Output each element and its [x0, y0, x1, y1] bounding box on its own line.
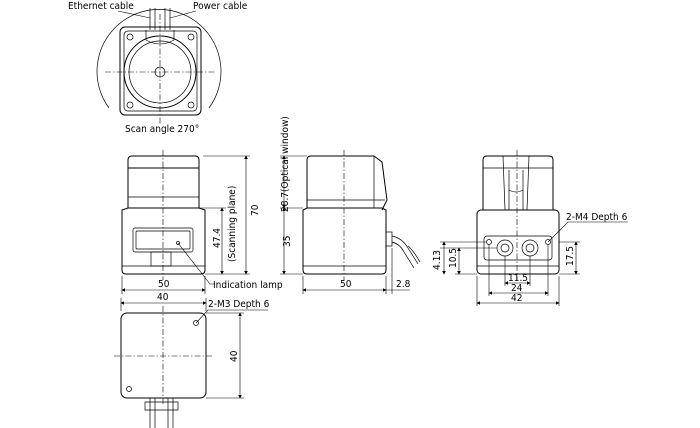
dim-bottom-width-40: 40 [157, 292, 169, 303]
front-base [121, 207, 206, 275]
scan-angle-label: Scan angle 270° [125, 124, 199, 135]
cable-line [391, 235, 419, 265]
bottom-mount-holes-label: 2-M3 Depth 6 [208, 299, 270, 310]
side-dome [306, 155, 388, 211]
front-dome-top [127, 155, 200, 168]
top-view-housing [119, 26, 202, 116]
dim-17-5: 17.5 [565, 246, 576, 266]
rear-view: 2-M4 Depth 6 4.13 10.5 17.5 11.5 24 42 [432, 150, 628, 306]
rear-mount-leader [547, 221, 628, 243]
dim-optical-window: 28.7(Optical window) [280, 116, 291, 212]
rear-mount-holes-label: 2-M4 Depth 6 [566, 212, 628, 223]
scan-angle-arc [96, 8, 222, 109]
dim-24: 24 [511, 283, 523, 294]
bottom-view-housing [120, 312, 207, 399]
screw-icon [187, 33, 195, 41]
indication-lamp-leader [177, 242, 215, 285]
top-view: Ethernet cable Power cable Scan angle 27… [68, 1, 248, 135]
dim-scanning-value: 47.4 [212, 228, 223, 248]
mount-hole-icon [486, 239, 492, 245]
power-connector-icon [521, 239, 539, 257]
dim-width-50-side: 50 [340, 279, 352, 290]
dim-width-50: 50 [158, 279, 170, 290]
dim-height-70: 70 [250, 204, 261, 216]
ethernet-cable-label: Ethernet cable [68, 1, 134, 12]
rear-dome [482, 155, 554, 210]
dim-42: 42 [511, 293, 522, 304]
front-optical-window [127, 167, 200, 209]
screw-icon [187, 101, 195, 109]
dim-scanning-label: (Scanning plane) [227, 186, 238, 262]
mount-hole-icon [193, 320, 199, 326]
screw-icon [126, 33, 134, 41]
dim-10-5: 10.5 [448, 248, 459, 268]
top-view-inner-housing [123, 30, 198, 112]
mount-hole-icon [126, 386, 132, 392]
rear-cable-clamp [502, 155, 530, 211]
front-connector [150, 251, 172, 267]
indication-lamp-icon [176, 241, 180, 245]
bottom-view: 40 2-M3 Depth 6 40 [114, 292, 270, 428]
indication-lamp-label: Indication lamp [213, 280, 283, 291]
dim-base-35: 35 [282, 236, 293, 247]
dim-bottom-height-40: 40 [229, 350, 240, 362]
power-cable-label: Power cable [193, 1, 248, 12]
power-leader [169, 10, 197, 19]
dim-11-5: 11.5 [508, 273, 528, 284]
side-connector [385, 231, 393, 247]
ethernet-leader [117, 10, 151, 19]
cable-clamp [145, 30, 175, 45]
screw-icon [126, 101, 134, 109]
front-view: 70 47.4 (Scanning plane) 50 Indication l… [121, 150, 283, 294]
bottom-mount-leader [195, 309, 268, 324]
cable-clamp [144, 401, 179, 411]
mount-hole-icon [545, 239, 551, 245]
dim-offset-28: 2.8 [396, 279, 411, 290]
side-view: 28.7(Optical window) 35 50 2.8 [280, 116, 421, 294]
ethernet-connector-icon [496, 239, 514, 257]
side-base [302, 207, 387, 275]
dim-4-13: 4.13 [432, 250, 443, 270]
